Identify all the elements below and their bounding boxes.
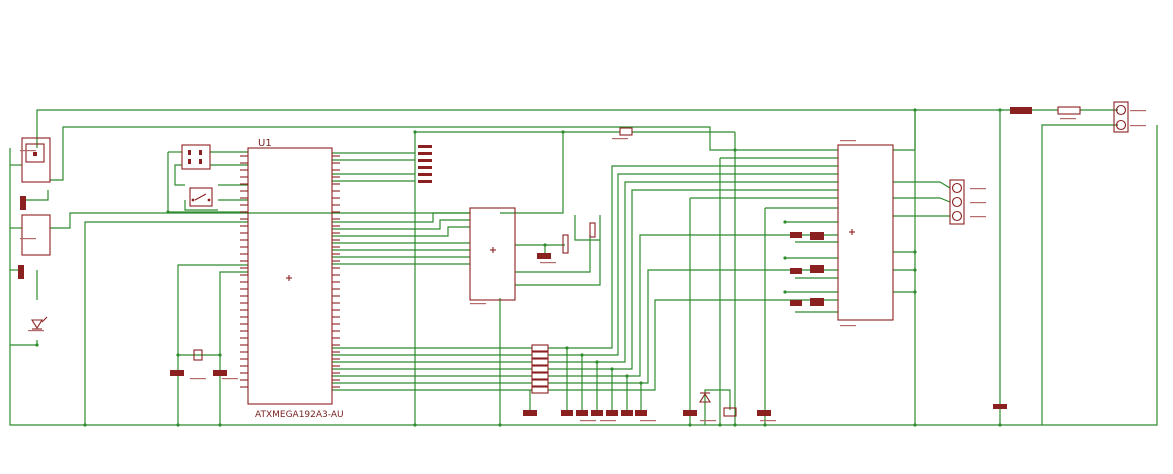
u3-chip bbox=[469, 207, 516, 301]
zener-diode bbox=[699, 392, 737, 417]
reset-switch bbox=[189, 187, 213, 207]
decoupling-capacitors bbox=[523, 404, 1007, 416]
wire-net bbox=[9, 109, 1158, 426]
pullup-resistor bbox=[619, 127, 633, 136]
connector-j2 bbox=[18, 214, 51, 279]
driver-chip bbox=[790, 144, 894, 321]
component-annotations bbox=[20, 110, 1146, 422]
u1-pins bbox=[240, 155, 340, 388]
status-led bbox=[31, 316, 48, 330]
trim-potentiometer bbox=[537, 222, 596, 259]
junctions bbox=[35, 108, 1002, 427]
resistor-array bbox=[531, 344, 549, 394]
crystal-oscillator bbox=[170, 349, 227, 376]
u1-part-number: ATXMEGA192A3-AU bbox=[255, 410, 344, 420]
u1-microcontroller: U1 ATXMEGA192A3-AU bbox=[240, 138, 344, 420]
power-jack bbox=[20, 137, 51, 210]
output-terminals bbox=[949, 179, 965, 225]
u1-designator: U1 bbox=[258, 138, 272, 149]
pdi-header bbox=[181, 144, 211, 170]
aux-header bbox=[418, 145, 432, 183]
power-input bbox=[1010, 101, 1129, 133]
